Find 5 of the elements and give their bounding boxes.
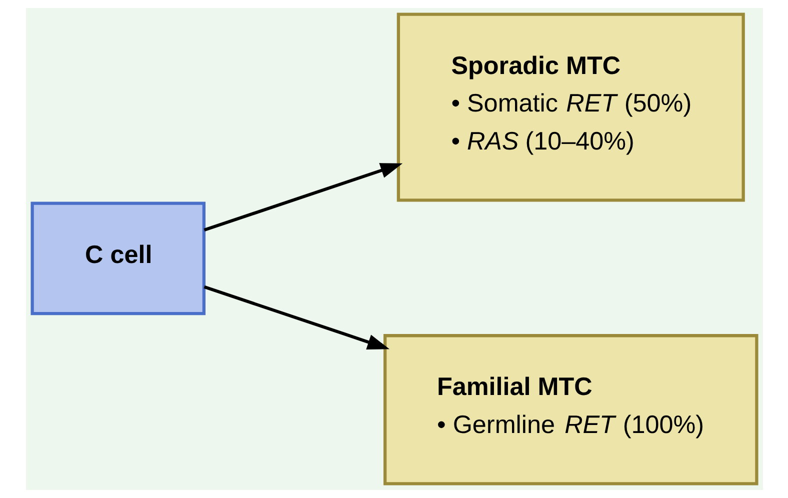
node-box: C cell — [30, 202, 206, 316]
arrow — [203, 163, 402, 232]
arrow — [203, 285, 389, 350]
node-box: Sporadic MTC • Somatic RET (50%) • RAS (10–40%) — [396, 12, 744, 202]
node-box: Familial MTC • Germline RET (100%) — [382, 334, 758, 486]
